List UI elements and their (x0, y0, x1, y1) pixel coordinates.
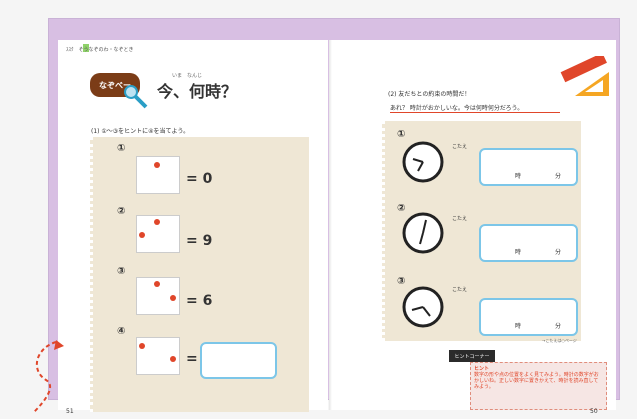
minute-unit: 分 (555, 323, 562, 330)
page-number-left: 51 (66, 408, 74, 415)
clock-number: ② (397, 203, 406, 214)
clock-icon (402, 212, 444, 254)
answer-label: こたえ (452, 287, 468, 293)
item-result: = (186, 351, 198, 367)
item-result: = 9 (186, 233, 213, 249)
dot (154, 162, 160, 168)
dot (170, 295, 176, 301)
item-result: = 0 (186, 171, 213, 187)
dot-box (136, 277, 180, 315)
dot (154, 219, 160, 225)
dot-box (136, 215, 180, 253)
answer-label: こたえ (452, 144, 468, 150)
time-answer-box[interactable]: 時 分 (479, 298, 578, 336)
hour-unit: 時 (515, 323, 522, 330)
hour-unit: 時 (515, 173, 522, 180)
header-accent (83, 44, 89, 52)
time-answer-box[interactable]: 時 分 (479, 148, 578, 186)
question-subtext: あれ？ 時計がおかしいな。今は何時何分だろう。 (390, 105, 524, 112)
hint-tag: ヒントコーナー (449, 350, 495, 362)
minute-unit: 分 (555, 173, 562, 180)
dot (170, 356, 176, 362)
hint-box (470, 362, 607, 410)
item-number: ① (117, 143, 126, 154)
item-number: ③ (117, 266, 126, 277)
instruction-text: (1) ①〜③をヒントに④を当てよう。 (91, 128, 190, 135)
page-number-right: 50 (590, 408, 598, 415)
answer-label: こたえ (452, 216, 468, 222)
item-result: = 6 (186, 293, 213, 309)
page-title: 今、何時？ (157, 82, 238, 101)
magnifier-icon (124, 85, 148, 109)
hint-text: ヒント 数字の形や点の位置をよく見てみよう。時計の数字がおかしいね。正しい数字に… (474, 366, 600, 390)
title-ruby: いま なんじ (172, 73, 203, 79)
clock-number: ③ (397, 276, 406, 287)
underline (390, 112, 560, 113)
hour-unit: 時 (515, 249, 522, 256)
clock-number: ① (397, 129, 406, 140)
dot (139, 343, 145, 349)
answer-box[interactable] (200, 342, 277, 379)
dot (154, 281, 160, 287)
series-label: ｽｽｸ そうなぞのわ・なぞとき (66, 47, 134, 53)
minute-unit: 分 (555, 249, 562, 256)
hint-title: ヒント (474, 366, 490, 372)
clock-icon (402, 141, 444, 183)
clock-icon (402, 286, 444, 328)
item-number: ④ (117, 326, 126, 337)
dot-box (136, 156, 180, 194)
dashed-arrow-icon (33, 340, 64, 413)
item-number: ② (117, 206, 126, 217)
hint-body: 数字の形や点の位置をよく見てみよう。時計の数字がおかしいね。正しい数字に置きかえ… (474, 372, 599, 390)
answer-page-note: →こたえは○ページ (542, 338, 577, 343)
time-answer-box[interactable]: 時 分 (479, 224, 578, 262)
page-fold (329, 40, 332, 410)
dot-box (136, 337, 180, 375)
dot (139, 232, 145, 238)
question-text: (2) 友だちとの約束の時間だ！ (388, 91, 471, 98)
ruler-triangle-icon (560, 56, 609, 96)
